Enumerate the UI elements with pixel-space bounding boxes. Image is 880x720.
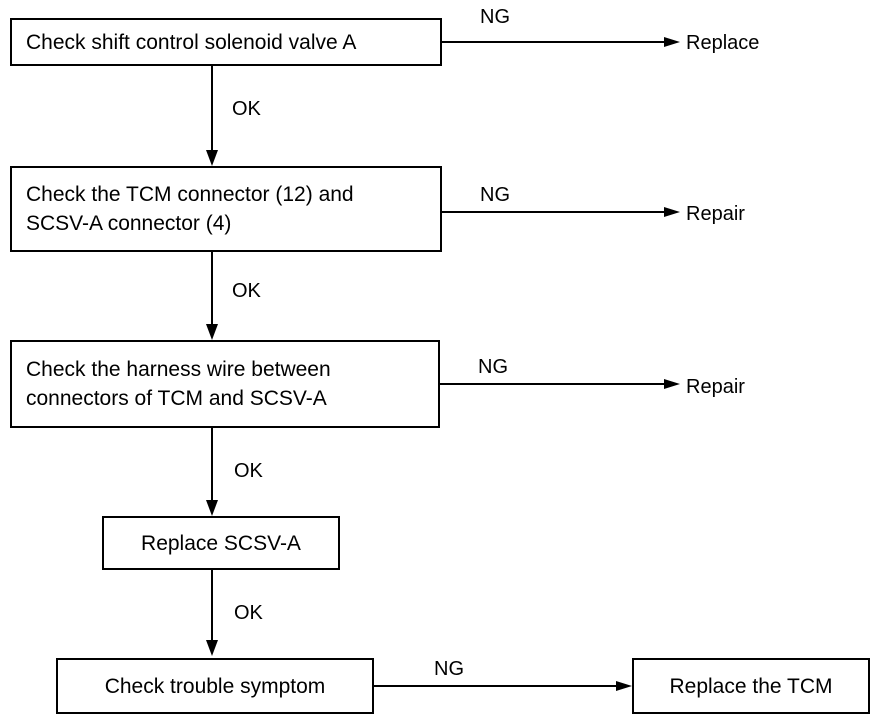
result-repair-1: Repair <box>686 203 745 225</box>
ok-label-3: OK <box>234 460 263 482</box>
step-check-trouble-symptom: Check trouble symptom <box>56 658 374 714</box>
ok-label-2: OK <box>232 280 261 302</box>
result-replace-tcm: Replace the TCM <box>632 658 870 714</box>
result-repair-2: Repair <box>686 376 745 398</box>
step-replace-scsv-a-text: Replace SCSV-A <box>141 531 301 555</box>
step-check-harness-wire: Check the harness wire between connector… <box>10 340 440 428</box>
arrowhead-down-2 <box>206 324 218 340</box>
arrowhead-down-3 <box>206 500 218 516</box>
result-replace: Replace <box>686 32 760 54</box>
step-check-solenoid-valve-text: Check shift control solenoid valve A <box>26 30 357 54</box>
step-check-connectors-line1: Check the TCM connector (12) and <box>26 183 354 206</box>
arrowhead-down-4 <box>206 640 218 656</box>
ok-label-4: OK <box>234 602 263 624</box>
step-check-connectors: Check the TCM connector (12) and SCSV-A … <box>10 166 442 252</box>
step-replace-scsv-a: Replace SCSV-A <box>102 516 340 570</box>
ng-label-2: NG <box>480 184 510 206</box>
step-check-harness-wire-line2: connectors of TCM and SCSV-A <box>26 387 327 410</box>
arrowhead-right-4 <box>616 681 632 691</box>
arrowhead-down-1 <box>206 150 218 166</box>
ng-label-4: NG <box>434 658 464 680</box>
step-check-connectors-line2: SCSV-A connector (4) <box>26 212 232 235</box>
ok-label-1: OK <box>232 98 261 120</box>
ng-label-1: NG <box>480 6 510 28</box>
step-check-trouble-symptom-text: Check trouble symptom <box>104 674 326 698</box>
step-check-solenoid-valve: Check shift control solenoid valve A <box>10 18 442 66</box>
ng-label-3: NG <box>478 356 508 378</box>
arrowhead-right-3 <box>664 379 680 389</box>
result-replace-tcm-text: Replace the TCM <box>669 674 833 698</box>
arrowhead-right-2 <box>664 207 680 217</box>
step-check-harness-wire-line1: Check the harness wire between <box>26 358 331 381</box>
arrowhead-right-1 <box>664 37 680 47</box>
